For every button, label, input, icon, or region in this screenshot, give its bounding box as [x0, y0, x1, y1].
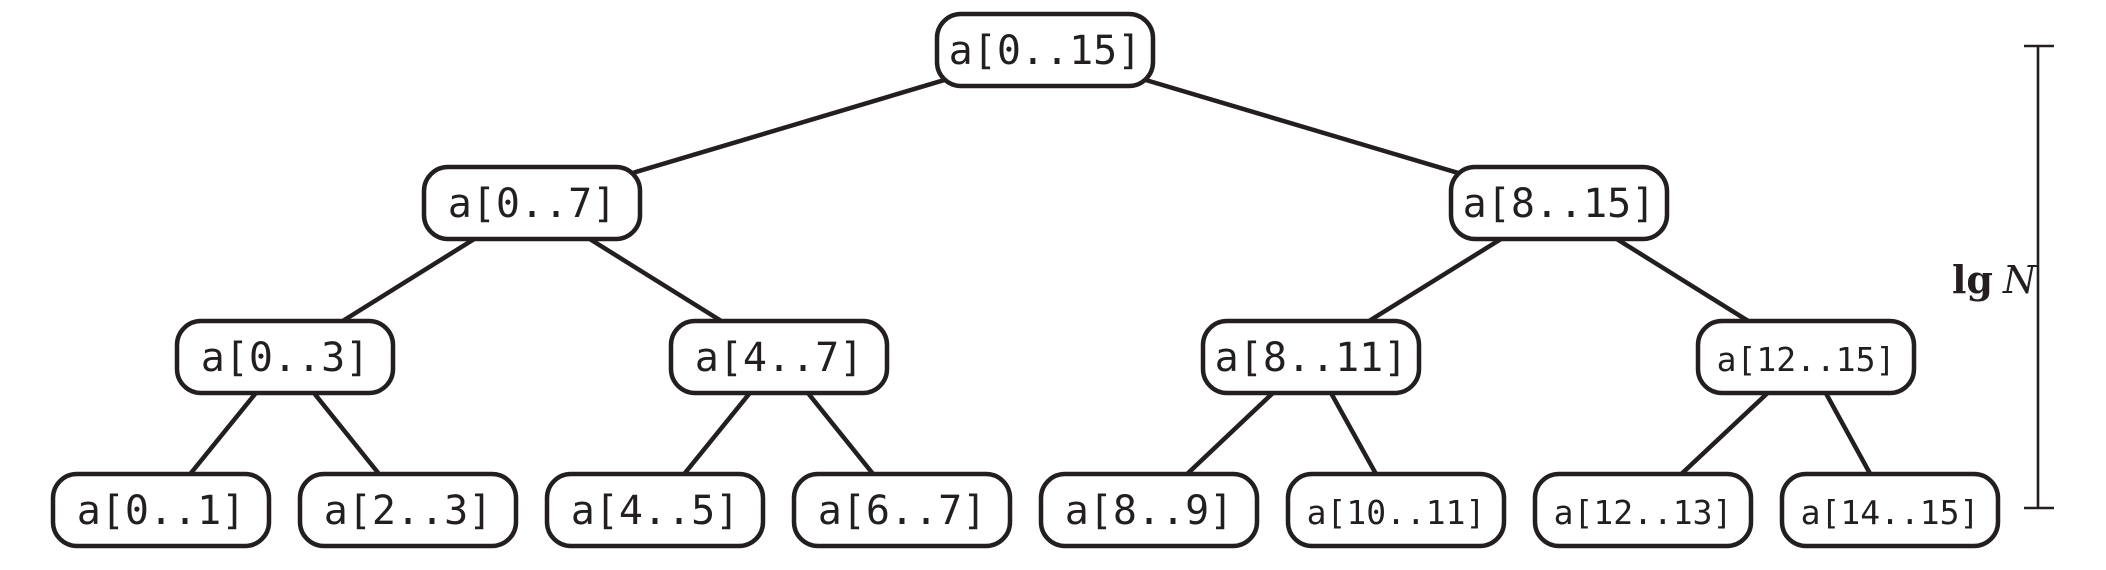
node-label: a[4..5] [571, 488, 740, 534]
node-label: a[6..7] [818, 488, 987, 534]
tree-node: a[10..11] [1285, 471, 1507, 549]
tree-node: a[6..7] [791, 471, 1013, 549]
node-label: a[12..13] [1554, 493, 1733, 532]
node-box [174, 318, 396, 396]
node-box [544, 471, 766, 549]
node-label: a[4..7] [695, 335, 864, 381]
node-box [934, 11, 1156, 89]
node-box [791, 471, 1013, 549]
node-label: a[8..9] [1065, 488, 1234, 534]
tree-node: a[0..3] [174, 318, 396, 396]
node-box [50, 471, 272, 549]
tree-node: a[4..7] [668, 318, 890, 396]
node-label: a[10..11] [1307, 493, 1486, 532]
tree-node: a[12..15] [1695, 318, 1917, 396]
tree-node: a[0..7] [421, 164, 643, 242]
tree-node: a[8..11] [1200, 318, 1422, 396]
tree-node: a[4..5] [544, 471, 766, 549]
node-box [668, 318, 890, 396]
node-label: a[12..15] [1717, 340, 1896, 379]
tree-node: a[8..9] [1038, 471, 1260, 549]
node-label: a[8..11] [1215, 335, 1408, 381]
node-label: a[0..15] [949, 28, 1142, 74]
tree-node: a[8..15] [1448, 164, 1670, 242]
node-label: a[14..15] [1801, 493, 1980, 532]
node-label: a[0..1] [77, 488, 246, 534]
tree-node: a[2..3] [297, 471, 519, 549]
node-box [1448, 164, 1670, 242]
node-box [1695, 318, 1917, 396]
tree-node: a[14..15] [1779, 471, 2001, 549]
node-label: a[8..15] [1463, 181, 1656, 227]
node-box [1285, 471, 1507, 549]
tree-nodes: a[0..15] a[0..7] a[8..15] a[0..3] a[4..7] a[8… [50, 11, 2001, 549]
node-label: a[0..3] [201, 335, 370, 381]
node-box [1779, 471, 2001, 549]
node-box [297, 471, 519, 549]
node-box [1038, 471, 1260, 549]
node-box [1200, 318, 1422, 396]
node-label: a[2..3] [324, 488, 493, 534]
tree-node: a[0..1] [50, 471, 272, 549]
node-label: a[0..7] [448, 181, 617, 227]
node-box [421, 164, 643, 242]
tree-node: a[12..13] [1532, 471, 1754, 549]
tree-edges [158, 47, 1893, 513]
node-box [1532, 471, 1754, 549]
tree-node: a[0..15] [934, 11, 1156, 89]
